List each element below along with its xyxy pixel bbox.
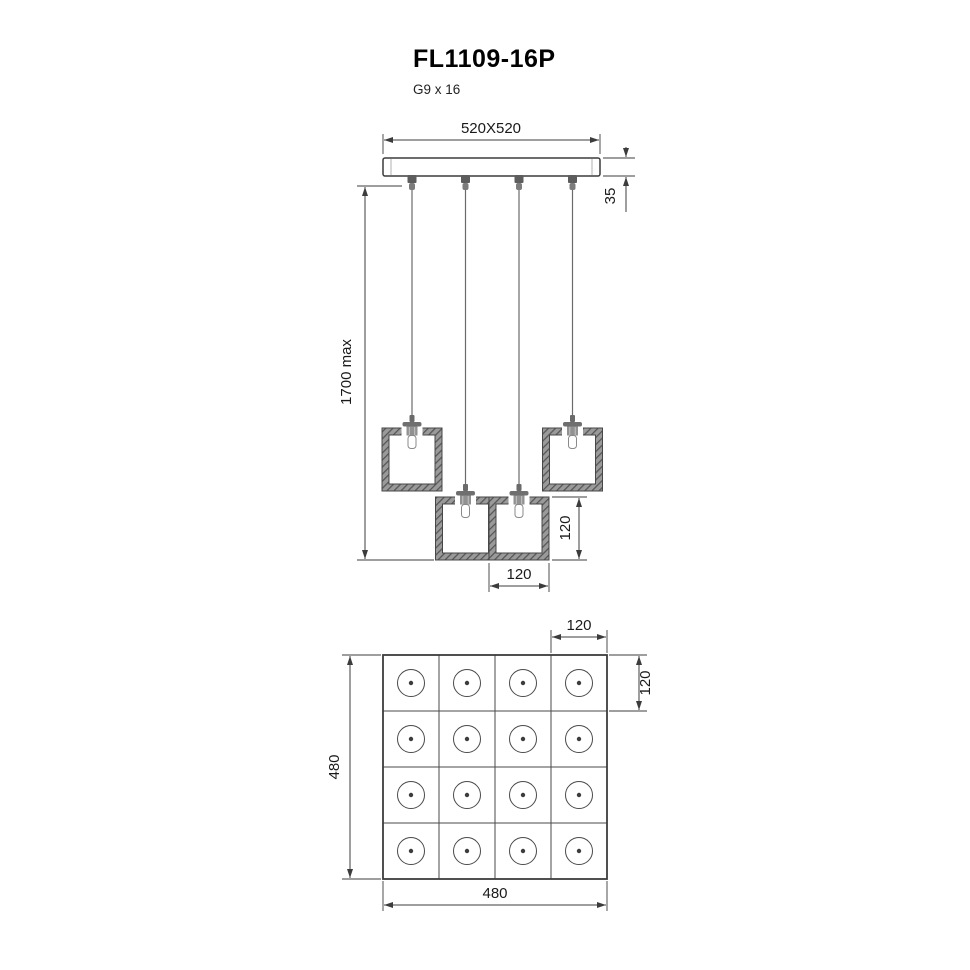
plan-outline [382,654,608,880]
plan-view: 120 120 480 480 [326,617,654,911]
lamp-opening [565,781,593,809]
shade-cap [402,422,422,427]
max-drop-label: 1700 max [338,339,355,405]
lamp-opening [453,837,481,865]
dim-cell-height: 120 [609,654,654,712]
ceiling-hanger [514,175,524,183]
pendants [381,175,603,561]
overall-width-label: 480 [482,885,507,902]
lamp-socket [513,495,525,505]
lamp-center [408,792,414,798]
dim-canopy-width: 520X520 [382,120,601,154]
dim-canopy-thickness: 35 [602,147,635,212]
shade-width-label: 120 [506,566,531,583]
lamp-center [464,792,470,798]
lamp-opening [509,725,537,753]
hanger-grip [409,183,415,190]
canopy-plate [382,157,601,177]
lamp-center [408,680,414,686]
lamp-socket [567,426,578,436]
g9-bulb [514,504,524,518]
g9-bulb [407,435,417,449]
lamp-center [464,736,470,742]
hanger-grip [569,183,576,190]
lamp-center [520,848,526,854]
lamp-center [520,736,526,742]
g9-bulb [461,504,470,518]
ceiling-plate [382,157,601,177]
lamp-opening [397,725,425,753]
canopy-thickness-label: 35 [602,188,619,205]
shade-height-label: 120 [557,515,574,540]
lamp-opening [397,669,425,697]
dim-cell-width: 120 [550,617,608,653]
lamp-center [408,736,414,742]
lamp-opening [397,781,425,809]
lamp-center [576,736,582,742]
ceiling-hanger [461,175,470,183]
lamp-opening [453,725,481,753]
lamp-opening [453,669,481,697]
lamp-center [464,680,470,686]
cell-width-label: 120 [566,617,591,634]
pendant-assembly-1 [381,175,443,492]
cable-clamp [463,484,468,491]
lamp-opening [565,669,593,697]
lamp-opening [509,669,537,697]
lamp-opening [509,837,537,865]
lamp-socket [406,426,418,436]
dim-shade-height: 120 [552,496,587,561]
pendant-assembly-2 [435,175,496,561]
dim-max-drop: 1700 max [338,185,434,561]
product-code-title: FL1109-16P [413,45,556,73]
overall-depth-label: 480 [326,754,343,779]
lamp-center [576,680,582,686]
g9-bulb [568,435,577,449]
dim-shade-width: 120 [488,563,550,592]
elevation-view: 520X520 35 1700 max [338,120,635,592]
ceiling-hanger [407,175,417,183]
canopy-width-label: 520X520 [461,120,521,137]
lamp-center [520,792,526,798]
dim-overall-width: 480 [382,881,608,911]
cable-clamp [409,415,415,422]
lamp-opening [509,781,537,809]
cable-clamp [570,415,575,422]
cell-height-label: 120 [637,670,654,695]
lamp-spec-subtitle: G9 x 16 [413,82,460,97]
shade-cap [509,491,529,496]
pendant-assembly-4 [542,175,603,492]
lamp-opening [565,837,593,865]
lamp-center [520,680,526,686]
plan-grid-cells [382,654,608,880]
shade-cap [456,491,475,496]
lamp-center [408,848,414,854]
lamp-center [576,848,582,854]
hanger-grip [462,183,469,190]
lamp-center [464,848,470,854]
lamp-center [576,792,582,798]
lamp-opening [565,725,593,753]
pendant-assembly-3 [488,175,550,561]
dim-overall-depth: 480 [326,654,381,880]
cable-clamp [516,484,522,491]
lamp-opening [453,781,481,809]
ceiling-hanger [568,175,577,183]
lamp-socket [460,495,471,505]
lamp-opening [397,837,425,865]
hanger-grip [516,183,522,190]
shade-cap [563,422,582,427]
